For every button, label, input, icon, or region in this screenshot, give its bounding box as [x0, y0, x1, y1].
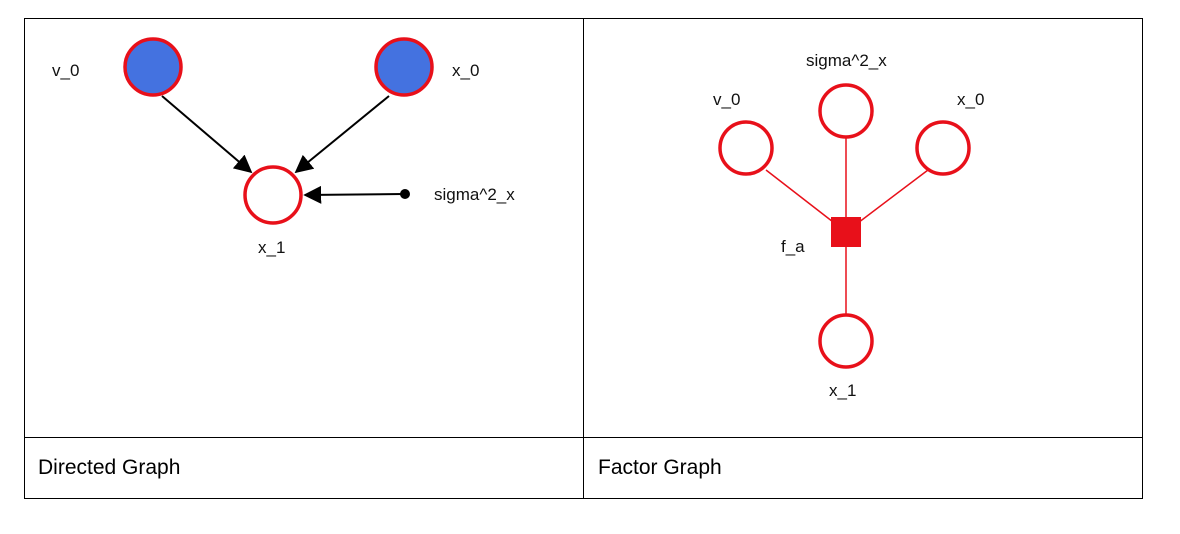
label-sigma: sigma^2_x [434, 185, 515, 204]
label-sigma: sigma^2_x [806, 51, 887, 70]
label-x0: x_0 [957, 90, 984, 109]
caption-factor-graph: Factor Graph [598, 456, 722, 479]
node-x1 [818, 313, 874, 369]
factor-node-fa [831, 217, 861, 247]
node-v0 [123, 37, 183, 97]
edge-x0-x1 [294, 95, 390, 174]
label-x1: x_1 [258, 238, 285, 257]
node-sigma [818, 83, 874, 139]
label-x0: x_0 [452, 61, 479, 80]
node-v0 [718, 120, 774, 176]
caption-directed-graph: Directed Graph [38, 456, 181, 479]
label-v0: v_0 [52, 61, 79, 80]
label-x1: x_1 [829, 381, 856, 400]
node-x1 [243, 165, 303, 225]
column-divider [583, 18, 584, 499]
sigma-parameter-dot [400, 189, 410, 199]
node-x0 [374, 37, 434, 97]
row-divider [24, 437, 1143, 438]
label-fa: f_a [781, 237, 805, 256]
node-x0 [915, 120, 971, 176]
label-v0: v_0 [713, 90, 740, 109]
directed-graph: v_0 x_0 x_1 sigma^2_x [52, 37, 515, 257]
edge-sigma-x1 [303, 185, 405, 204]
edge-v0-x1 [161, 95, 253, 174]
factor-graph: v_0 sigma^2_x x_0 f_a x_1 [713, 51, 984, 400]
